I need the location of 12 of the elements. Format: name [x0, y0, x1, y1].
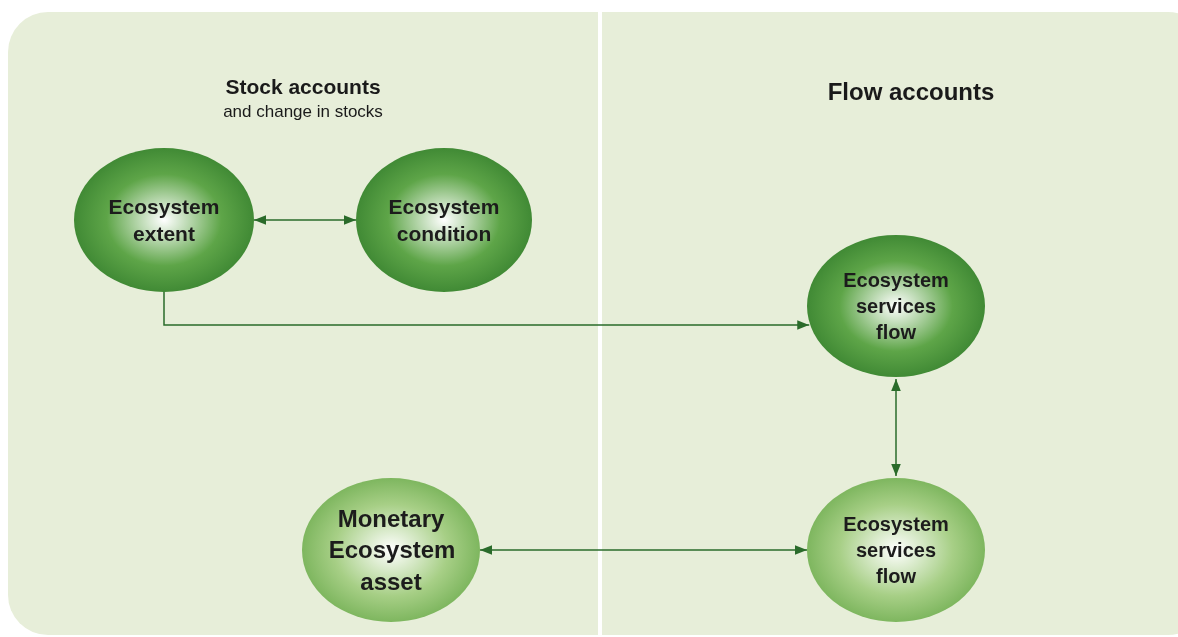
section-heading: Flow accounts: [827, 78, 995, 106]
arrow: [253, 215, 357, 225]
section-heading: and change in stocks: [223, 102, 383, 122]
arrow: [891, 378, 901, 477]
node-label: Ecosystem services flow: [842, 512, 950, 589]
node-label: Ecosystem extent: [107, 193, 221, 247]
node-label: Ecosystem services flow: [842, 268, 950, 345]
arrow: [479, 545, 808, 555]
node-label: Ecosystem condition: [387, 193, 501, 247]
node-label: Monetary Ecosystem asset: [328, 504, 454, 597]
section-heading: Stock accounts: [225, 75, 381, 99]
arrow: [163, 291, 810, 330]
